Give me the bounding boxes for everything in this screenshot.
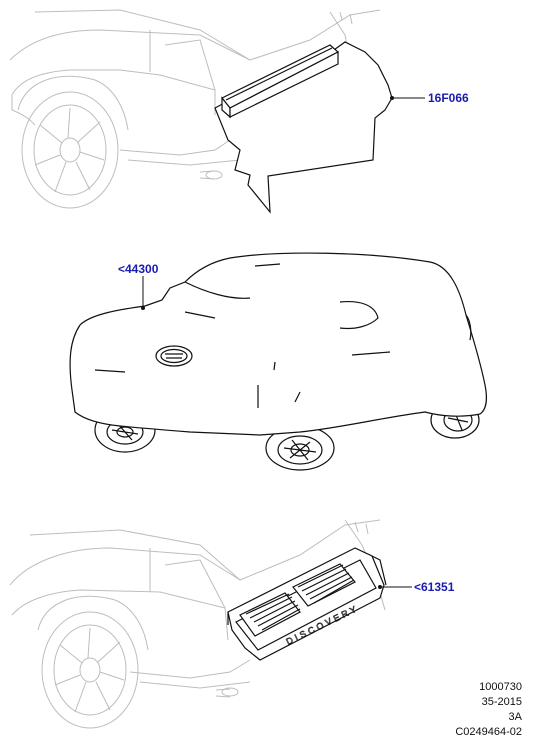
reference-block: 1000730 35-2015 3A C0249464-02 — [412, 680, 522, 740]
rear-vehicle-ghost-bottom — [9, 519, 386, 729]
rear-vehicle-ghost-top — [9, 9, 381, 209]
cargo-cover[interactable]: DISCOVERY — [227, 547, 387, 661]
load-space-liner[interactable] — [214, 41, 393, 214]
callout-44300[interactable]: <44300 — [118, 262, 159, 276]
car-cover[interactable] — [69, 252, 487, 471]
ref-line-4: C0249464-02 — [455, 726, 522, 738]
callout-leader-16f066 — [390, 96, 425, 100]
callout-leader-44300 — [141, 276, 145, 310]
callout-16f066[interactable]: 16F066 — [428, 91, 469, 105]
callout-leader-61351 — [378, 585, 412, 589]
ref-line-2: 35-2015 — [481, 696, 522, 708]
ref-line-3: 3A — [508, 711, 522, 723]
callout-61351[interactable]: <61351 — [414, 580, 455, 594]
ref-line-1: 1000730 — [479, 681, 522, 693]
